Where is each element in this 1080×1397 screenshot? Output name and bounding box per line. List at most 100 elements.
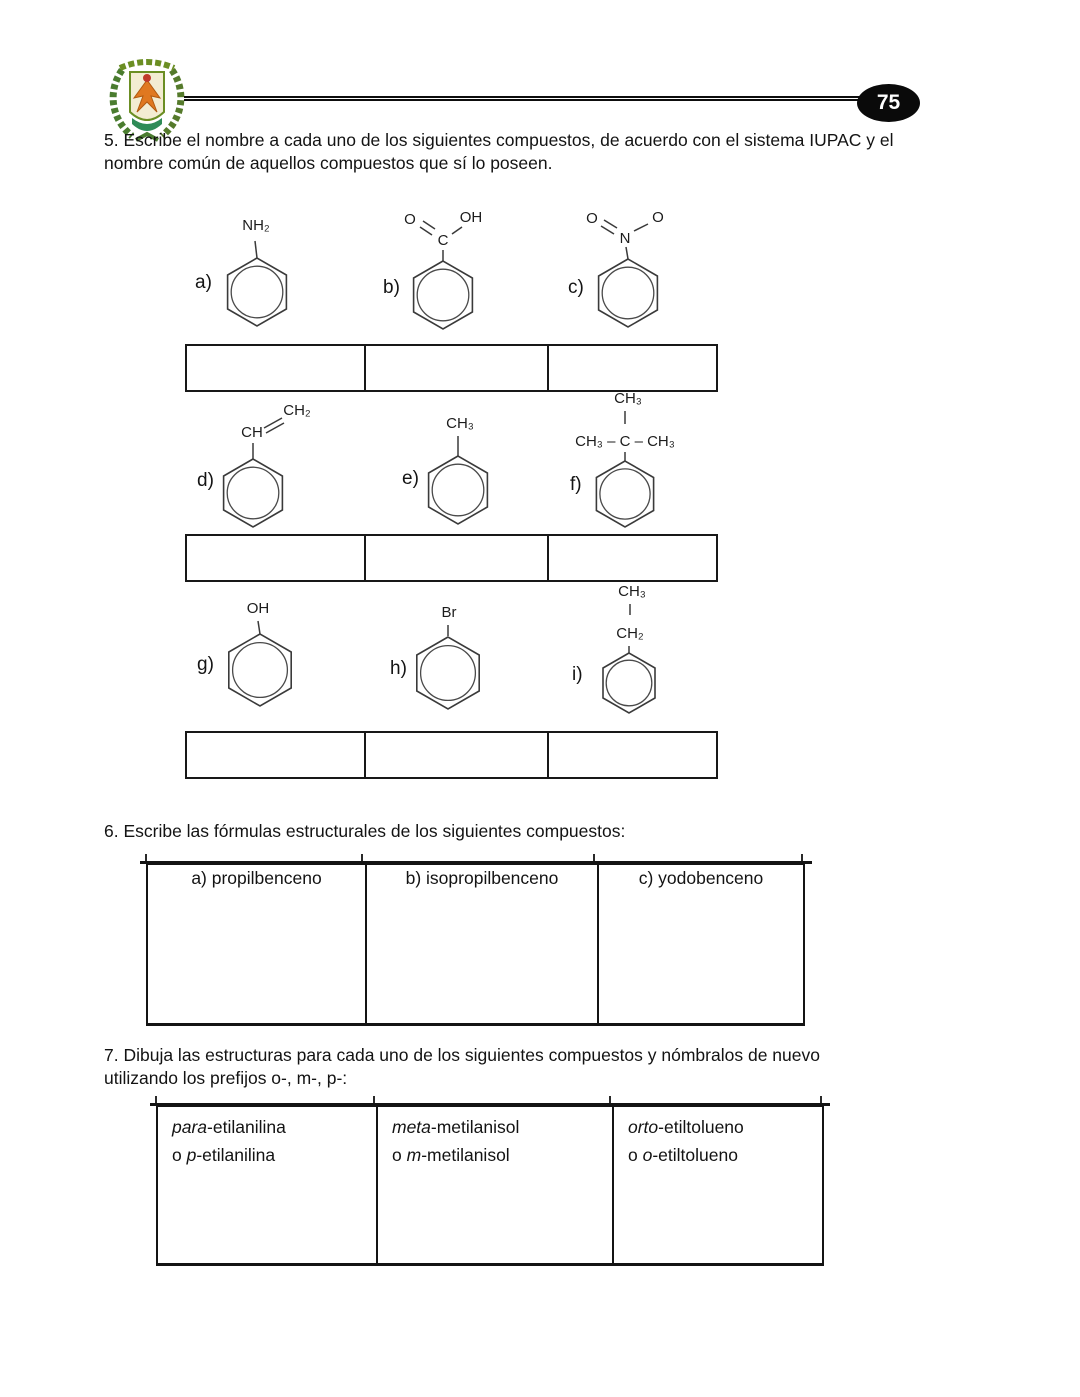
answer-cell [187, 733, 364, 777]
name-rest: -etilanilina [207, 1117, 286, 1137]
substituent-formula: OH [459, 209, 483, 226]
exercise7-instruction-line1: 7. Dibuja las estructuras para cada uno … [104, 1045, 820, 1065]
answer-cell [549, 536, 716, 580]
substituent-formula: Br [441, 604, 457, 621]
name-rest: -metilanisol [421, 1145, 510, 1165]
table-tick [801, 854, 803, 861]
compound-d-styrene: d) CH CH₂ [185, 400, 365, 550]
table7-cell-para: para-etilanilina o p-etilanilina [158, 1107, 376, 1263]
exercise6-table: a) propilbenceno b) isopropilbenceno c) … [146, 862, 805, 1026]
benzene-ring [412, 220, 474, 330]
benzene-ring [595, 411, 655, 528]
answer-cell [364, 536, 549, 580]
table-tick [820, 1096, 822, 1103]
substituent-formula: CH₂ [283, 402, 311, 419]
substituent-formula: O [404, 211, 416, 228]
table-tick [361, 854, 363, 861]
substituent-formula: C [437, 232, 449, 249]
compound-label: e) [402, 468, 419, 489]
benzene-ring [222, 417, 285, 528]
compound-b-benzoic-acid: b) O C OH [375, 205, 555, 355]
page-number: 75 [876, 91, 901, 114]
compound-f-tertbutylbenzene: f) CH₃ CH₃ – C – CH₃ [558, 390, 748, 550]
benzene-ring [597, 219, 659, 328]
table7-cell-orto: orto-etiltolueno o o-etiltolueno [612, 1107, 822, 1263]
table6-cell-b: b) isopropilbenceno [365, 865, 597, 1023]
name-pre: o [392, 1145, 407, 1165]
substituent-formula: CH [241, 424, 263, 441]
substituent-formula: N [619, 230, 631, 247]
answer-cell [187, 536, 364, 580]
compound-label: h) [390, 658, 407, 679]
prefix-italic: p [186, 1145, 197, 1165]
compound-label: b) [383, 277, 400, 298]
name-rest: -metilanisol [430, 1117, 520, 1137]
name-pre: o [172, 1145, 187, 1165]
name-rest: -etiltolueno [652, 1145, 738, 1165]
substituent-formula: O [652, 209, 664, 226]
substituent-formula: OH [246, 600, 270, 617]
compound-name-line: o o-etiltolueno [614, 1141, 822, 1169]
compound-i-ethylbenzene: i) CH₃ CH₂ [560, 580, 740, 740]
compound-label: d) [197, 470, 214, 491]
answer-table-row-2 [185, 534, 718, 582]
compound-label: i) [572, 664, 583, 685]
name-rest: -etiltolueno [658, 1117, 744, 1137]
compound-name-line: o m-metilanisol [378, 1141, 612, 1169]
header-double-rule [184, 96, 860, 101]
name-pre: o [628, 1145, 643, 1165]
university-crest-logo [109, 59, 185, 142]
compound-e-toluene: e) CH₃ [390, 400, 560, 550]
answer-cell [549, 346, 716, 390]
prefix-italic: para [172, 1117, 208, 1137]
prefix-italic: m [406, 1145, 422, 1165]
substituent-formula: NH₂ [242, 217, 270, 234]
answer-cell [364, 346, 549, 390]
table-tick [145, 854, 147, 861]
answer-table-row-3 [185, 731, 718, 779]
substituent-formula: CH₃ [618, 583, 646, 600]
table6-cell-a: a) propilbenceno [148, 865, 365, 1023]
substituent-formula: CH₃ – C – CH₃ [575, 433, 675, 450]
table6-header-b: b) isopropilbenceno [405, 868, 559, 888]
table-tick [593, 854, 595, 861]
table6-cell-c: c) yodobenceno [597, 865, 803, 1023]
page-number-badge: 75 [857, 84, 920, 122]
compound-name-line: o p-etilanilina [158, 1141, 376, 1169]
exercise7-instruction-line2: utilizando los prefijos o-, m-, p-: [104, 1068, 348, 1088]
answer-cell [549, 733, 716, 777]
exercise7-table: para-etilanilina o p-etilanilina meta-me… [156, 1104, 824, 1266]
benzene-ring [227, 620, 292, 707]
benzene-ring [226, 240, 288, 327]
benzene-ring [602, 604, 656, 714]
compound-name-line: orto-etiltolueno [614, 1113, 822, 1141]
table-tick [609, 1096, 611, 1103]
prefix-italic: orto [628, 1117, 659, 1137]
compound-label: g) [197, 654, 214, 675]
answer-cell [364, 733, 549, 777]
compound-label: a) [195, 272, 212, 293]
benzene-ring [415, 625, 480, 710]
table-tick [373, 1096, 375, 1103]
exercise7-instruction: 7. Dibuja las estructuras para cada uno … [104, 1044, 954, 1090]
answer-cell [187, 346, 364, 390]
substituent-formula: O [586, 210, 598, 227]
table7-cell-meta: meta-metilanisol o m-metilanisol [376, 1107, 612, 1263]
compound-label: c) [568, 277, 584, 298]
substituent-formula: CH₃ [446, 415, 474, 432]
table-tick [155, 1096, 157, 1103]
compound-g-phenol: g) OH [185, 590, 365, 740]
name-rest: -etilanilina [196, 1145, 276, 1165]
compound-a-aniline: a) NH₂ [185, 210, 355, 350]
answer-table-row-1 [185, 344, 718, 392]
substituent-formula: CH₃ [614, 390, 642, 407]
benzene-ring [427, 436, 489, 525]
table6-header-c: c) yodobenceno [638, 868, 764, 888]
substituent-formula: CH₂ [616, 625, 644, 642]
table6-header-a: a) propilbenceno [191, 868, 322, 888]
exercise5-instruction: 5. Escribe el nombre a cada uno de los s… [104, 130, 894, 173]
compound-name-line: meta-metilanisol [378, 1113, 612, 1141]
compound-name-line: para-etilanilina [158, 1113, 376, 1141]
exercise6-instruction: 6. Escribe las fórmulas estructurales de… [104, 821, 626, 841]
